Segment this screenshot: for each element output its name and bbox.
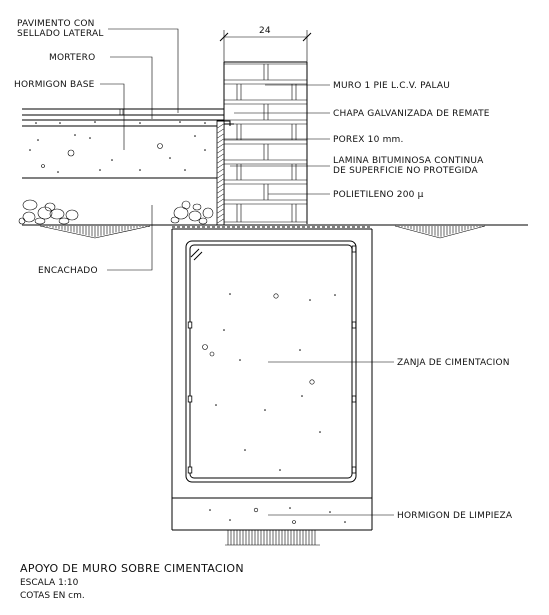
label-zanja: ZANJA DE CIMENTACION [397,358,510,368]
dimension-value: 24 [259,26,271,36]
drawing-title: APOYO DE MURO SOBRE CIMENTACION [20,562,244,575]
porex-joint [216,120,234,226]
label-porex: POREX 10 mm. [333,135,404,145]
label-pavimento-line2: SELLADO LATERAL [17,29,104,39]
label-encachado: ENCACHADO [38,266,98,276]
drawing-units: COTAS EN cm. [20,591,85,601]
ground-line [22,224,528,546]
brick-wall [223,61,308,224]
floor-slab [22,108,224,179]
wall-width-dimension: 24 [219,26,312,62]
label-pavimento-line1: PAVIMENTO CON [17,19,95,29]
drawing-scale: ESCALA 1:10 [20,578,79,588]
label-mortero: MORTERO [49,53,95,63]
label-limpieza: HORMIGON DE LIMPIEZA [397,511,513,521]
leaders-right [224,84,394,516]
label-lamina-line2: DE SUPERFICIE NO PROTEGIDA [333,166,478,176]
label-hormigon-base: HORMIGON BASE [14,80,95,90]
label-muro: MURO 1 PIE L.C.V. PALAU [333,81,450,91]
label-chapa: CHAPA GALVANIZADA DE REMATE [333,109,490,119]
leaders-left [100,28,179,271]
label-lamina-line1: LAMINA BITUMINOSA CONTINUA [333,156,484,166]
foundation-trench [171,229,373,531]
gravel-bed [18,199,214,225]
label-polietileno: POLIETILENO 200 µ [333,190,424,200]
